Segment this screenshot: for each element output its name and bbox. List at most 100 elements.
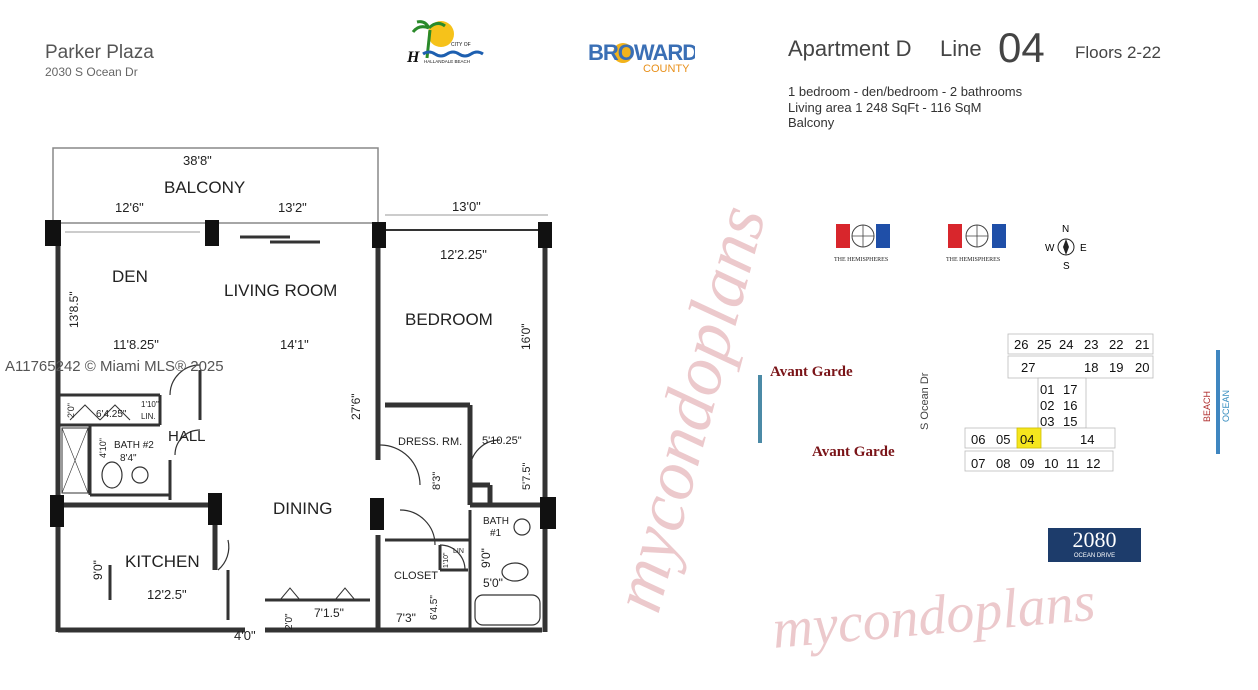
room-dress: DRESS. RM. (398, 436, 462, 448)
room-living: LIVING ROOM (224, 281, 337, 300)
svg-text:05: 05 (996, 432, 1010, 447)
beach-label: BEACH (1202, 391, 1212, 422)
svg-text:E: E (1080, 243, 1087, 254)
svg-text:THE HEMISPHERES: THE HEMISPHERES (946, 257, 1000, 263)
svg-text:20: 20 (1135, 360, 1149, 375)
building-name: Parker Plaza (45, 42, 154, 63)
svg-text:25: 25 (1037, 337, 1051, 352)
unit-detail-area: Living area 1 248 SqFt - 116 SqM (788, 99, 982, 115)
svg-text:1'10": 1'10" (141, 400, 159, 409)
svg-text:17: 17 (1063, 382, 1077, 397)
unit-detail-rooms: 1 bedroom - den/bedroom - 2 bathrooms (788, 84, 1023, 99)
brand-watermark-2: mycondoplans (769, 570, 1098, 661)
hemispheres-logo: THE HEMISPHERES (834, 224, 890, 263)
broward-county-logo: BROWARD COUNTY (588, 40, 695, 75)
avant-garde-label-2: Avant Garde (812, 444, 895, 460)
svg-text:5'10.25": 5'10.25" (482, 435, 522, 447)
room-kitchen: KITCHEN (125, 552, 200, 571)
svg-text:1'10": 1'10" (443, 552, 450, 568)
ocean-label: OCEAN (1221, 390, 1231, 422)
street-label: S Ocean Dr (919, 372, 931, 430)
room-linen2: LIN (453, 548, 464, 555)
svg-text:7'3": 7'3" (396, 611, 416, 625)
svg-text:18: 18 (1084, 360, 1098, 375)
svg-text:09: 09 (1020, 456, 1034, 471)
svg-text:27'6": 27'6" (349, 393, 363, 420)
walls (55, 225, 548, 633)
svg-text:03: 03 (1040, 414, 1054, 429)
site-map: Avant Garde Avant Garde S Ocean Dr BEACH… (758, 333, 1231, 472)
svg-text:02: 02 (1040, 398, 1054, 413)
apartment-name: Apartment D (788, 36, 912, 61)
svg-text:11: 11 (1066, 456, 1080, 471)
svg-text:11'8.25": 11'8.25" (113, 337, 159, 352)
svg-text:2'0": 2'0" (284, 613, 295, 630)
svg-text:9'0": 9'0" (479, 548, 493, 568)
floor-plan: BALCONY DEN LIVING ROOM BEDROOM HALL DIN… (45, 147, 556, 643)
room-dining: DINING (273, 499, 333, 518)
svg-text:5'0": 5'0" (483, 576, 503, 590)
svg-text:12'2.25": 12'2.25" (440, 247, 487, 262)
svg-text:16: 16 (1063, 398, 1077, 413)
svg-text:CITY OF: CITY OF (451, 42, 471, 48)
svg-text:W: W (1045, 243, 1055, 254)
svg-text:S: S (1063, 261, 1070, 272)
svg-text:27: 27 (1021, 360, 1035, 375)
room-linen1: LIN. (141, 412, 156, 421)
svg-text:HALLANDALE BEACH: HALLANDALE BEACH (424, 59, 470, 64)
floors-range: Floors 2-22 (1075, 43, 1161, 62)
svg-text:13'8.5": 13'8.5" (67, 291, 81, 328)
svg-text:H: H (406, 49, 420, 66)
svg-text:BROWARD: BROWARD (588, 40, 695, 65)
svg-text:12'6": 12'6" (115, 200, 144, 215)
svg-text:13'2": 13'2" (278, 200, 307, 215)
room-bath1: BATH (483, 516, 509, 527)
room-bath2: BATH #2 (114, 440, 154, 451)
room-balcony: BALCONY (164, 178, 245, 197)
line-label: Line (940, 36, 982, 61)
svg-text:24: 24 (1059, 337, 1073, 352)
svg-text:8'4": 8'4" (120, 453, 137, 464)
hallandale-beach-logo: H CITY OF HALLANDALE BEACH (406, 20, 484, 66)
svg-text:26: 26 (1014, 337, 1028, 352)
room-closet: CLOSET (394, 570, 438, 582)
svg-text:THE HEMISPHERES: THE HEMISPHERES (834, 257, 888, 263)
svg-text:21: 21 (1135, 337, 1149, 352)
svg-text:6'4.5": 6'4.5" (429, 595, 440, 620)
avant-garde-building (758, 375, 762, 443)
room-hall: HALL (168, 428, 206, 445)
svg-text:6'4.25": 6'4.25" (96, 409, 127, 420)
svg-text:7'1.5": 7'1.5" (314, 606, 344, 620)
ocean-line (1216, 350, 1220, 454)
dimensions: 38'8" 12'6" 13'2" 13'0" 12'2.25" 11'8.25… (66, 153, 533, 643)
svg-text:16'0": 16'0" (519, 323, 533, 350)
svg-text:2'0": 2'0" (66, 403, 76, 418)
svg-text:9'0": 9'0" (91, 560, 105, 580)
svg-text:N: N (1062, 224, 1069, 235)
svg-text:4'0": 4'0" (234, 628, 256, 643)
svg-text:04: 04 (1020, 432, 1034, 447)
svg-text:07: 07 (971, 456, 985, 471)
svg-text:8'3": 8'3" (431, 472, 443, 490)
svg-text:14: 14 (1080, 432, 1094, 447)
svg-text:#1: #1 (490, 528, 502, 539)
building-address: 2030 S Ocean Dr (45, 65, 138, 79)
2080-ocean-drive-logo: 2080 OCEAN DRIVE (1048, 528, 1141, 562)
svg-text:19: 19 (1109, 360, 1123, 375)
hemispheres-logo-2: THE HEMISPHERES (946, 224, 1006, 263)
unit-detail-balcony: Balcony (788, 115, 835, 130)
svg-text:38'8": 38'8" (183, 153, 212, 168)
svg-text:13'0": 13'0" (452, 199, 481, 214)
svg-text:08: 08 (996, 456, 1010, 471)
svg-text:06: 06 (971, 432, 985, 447)
svg-text:01: 01 (1040, 382, 1054, 397)
svg-text:14'1": 14'1" (280, 337, 309, 352)
svg-text:12: 12 (1086, 456, 1100, 471)
svg-text:22: 22 (1109, 337, 1123, 352)
line-number: 04 (998, 24, 1045, 71)
svg-text:COUNTY: COUNTY (643, 63, 690, 75)
columns (45, 220, 556, 530)
svg-text:4'10": 4'10" (98, 438, 108, 458)
room-den: DEN (112, 267, 148, 286)
